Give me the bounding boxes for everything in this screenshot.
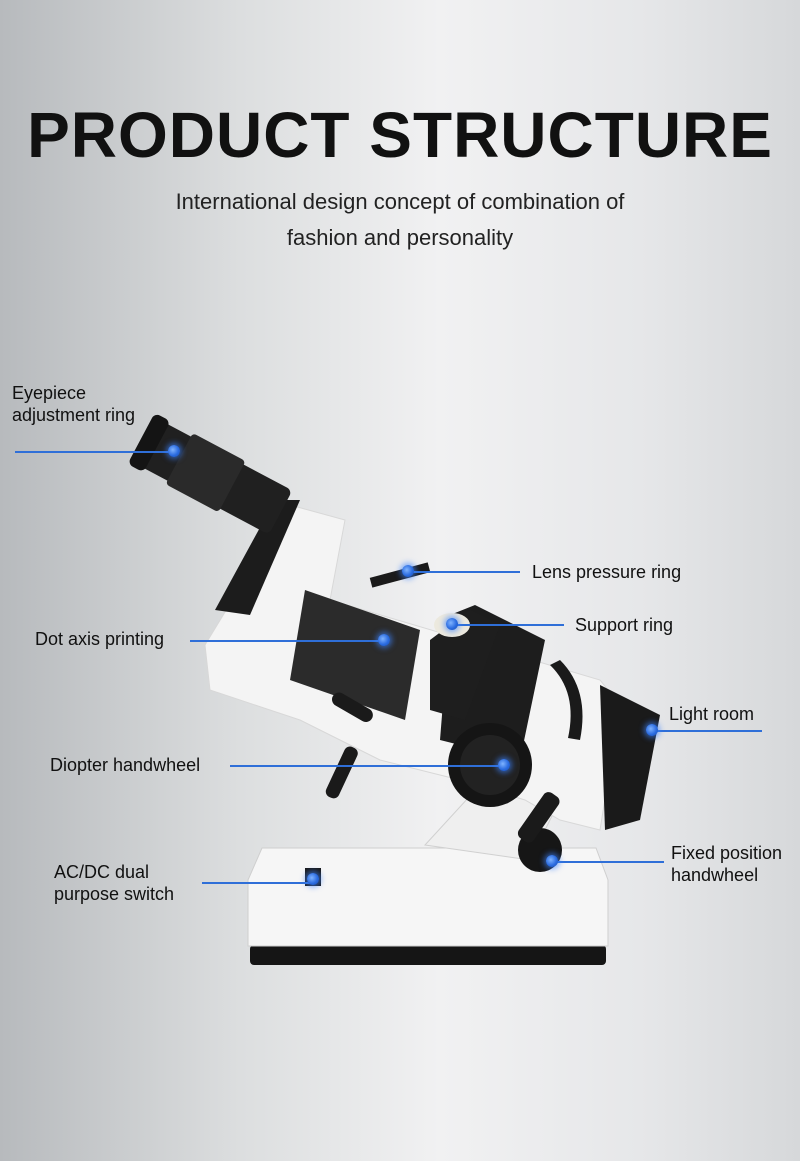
acdc-label-line-1: AC/DC dual bbox=[54, 862, 150, 882]
eyepiece-housing bbox=[215, 500, 300, 615]
page-title: PRODUCT STRUCTURE bbox=[27, 99, 773, 171]
acdc-leader-line bbox=[202, 882, 312, 884]
acdc-label-line-2: purpose switch bbox=[54, 884, 175, 904]
acdc-marker-dot bbox=[307, 873, 319, 885]
fixed-lever bbox=[517, 792, 560, 843]
fixed-position-leader-line bbox=[552, 861, 664, 863]
diopter-label: Diopter handwheel bbox=[50, 755, 201, 775]
light-room-label: Light room bbox=[669, 704, 755, 724]
acdc-switch-label: AC/DC dual purpose switch bbox=[54, 861, 174, 905]
eyepiece-tube bbox=[129, 414, 291, 533]
lens-pressure-marker-dot bbox=[402, 565, 414, 577]
dot-axis-leader-line bbox=[190, 640, 382, 642]
eyepiece-leader-line bbox=[15, 451, 175, 453]
support-ring-block bbox=[430, 610, 500, 720]
base-shadow bbox=[250, 945, 606, 965]
callout-eyepiece-label: Eyepiece adjustment ring bbox=[12, 382, 135, 426]
lens-pressure-leader-line bbox=[408, 571, 520, 573]
dot-axis-marker-dot bbox=[378, 634, 390, 646]
side-handle bbox=[325, 746, 358, 799]
scale-arc bbox=[550, 660, 583, 740]
subtitle-line-2: fashion and personality bbox=[286, 225, 514, 250]
eyepiece-marker-dot bbox=[168, 445, 180, 457]
fixed-position-marker-dot bbox=[546, 855, 558, 867]
eyepiece-label-line-1: Eyepiece bbox=[12, 383, 87, 403]
page-subtitle: International design concept of combinat… bbox=[100, 184, 700, 256]
diopter-leader-line bbox=[230, 765, 502, 767]
fixed-label-line-2: handwheel bbox=[671, 865, 759, 885]
fixed-label-line-1: Fixed position bbox=[671, 843, 783, 863]
support-ring-marker-dot bbox=[446, 618, 458, 630]
base-plate bbox=[247, 847, 609, 947]
eyepiece-label-line-2: adjustment ring bbox=[12, 405, 136, 425]
dot-axis-label: Dot axis printing bbox=[35, 629, 165, 649]
lens-stage bbox=[290, 590, 420, 720]
light-room-box bbox=[600, 685, 660, 830]
support-ring-label: Support ring bbox=[575, 615, 674, 635]
lens-pressure-label: Lens pressure ring bbox=[532, 562, 682, 582]
diopter-marker-dot bbox=[498, 759, 510, 771]
support-ring-leader-line bbox=[452, 624, 564, 626]
lens-pressure-arm bbox=[369, 562, 431, 588]
lever-knob bbox=[332, 692, 373, 722]
subtitle-line-1: International design concept of combinat… bbox=[175, 189, 625, 214]
light-room-marker-dot bbox=[646, 724, 658, 736]
light-room-leader-line bbox=[652, 730, 762, 732]
fixed-position-label: Fixed position handwheel bbox=[671, 842, 782, 886]
